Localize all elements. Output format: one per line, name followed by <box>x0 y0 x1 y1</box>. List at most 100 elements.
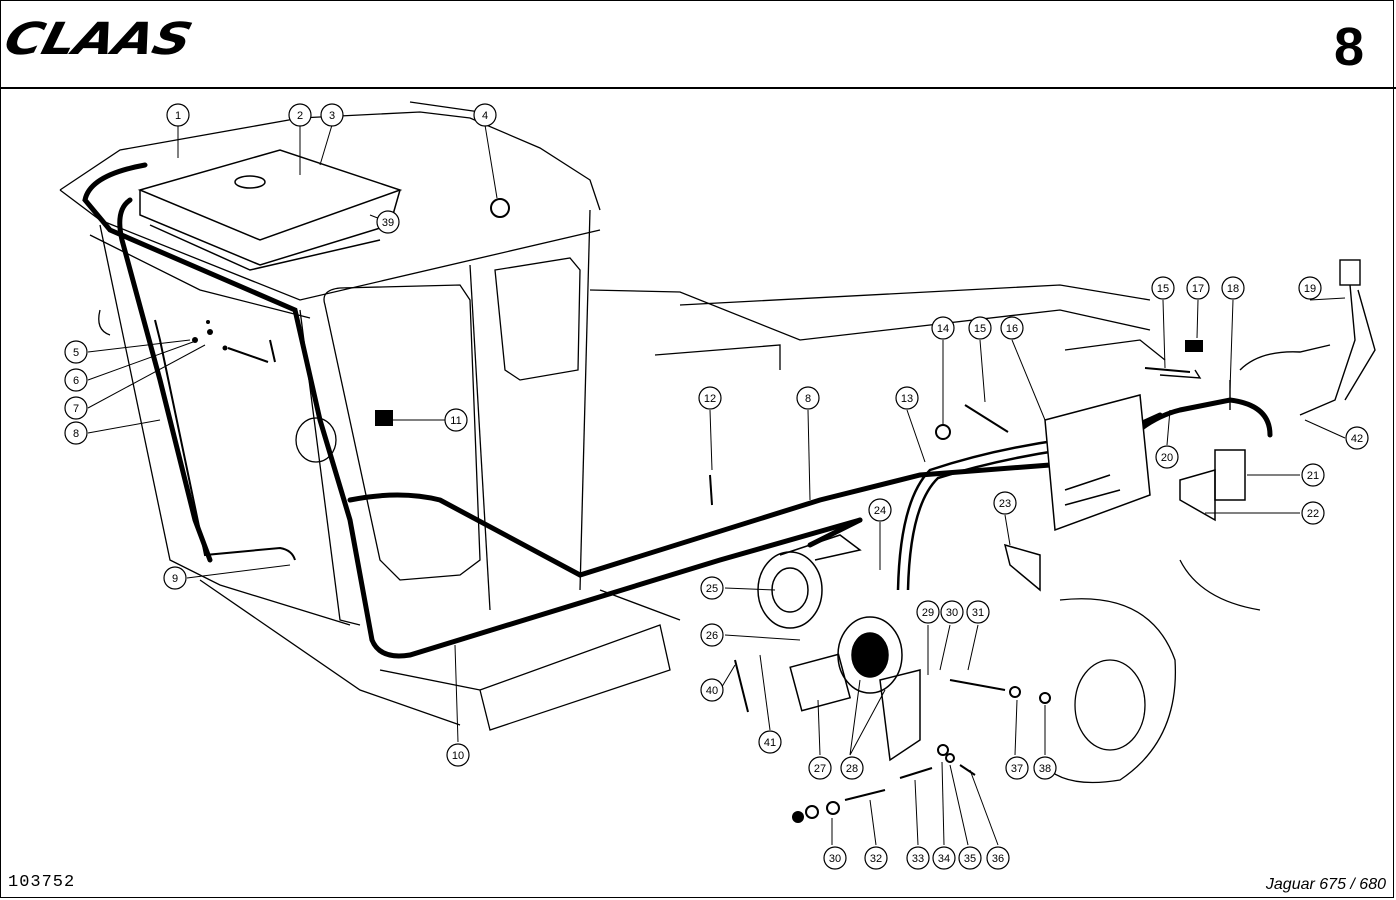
callout-label: 39 <box>382 217 394 229</box>
callout-label: 10 <box>452 750 464 762</box>
callout-label: 27 <box>814 763 826 775</box>
callout-label: 29 <box>922 607 934 619</box>
callout-circle <box>986 846 1010 870</box>
callout-24: 24 <box>868 498 892 522</box>
callout-8: 8 <box>796 386 820 410</box>
callout-36: 36 <box>986 846 1010 870</box>
callout-label: 1 <box>175 110 181 122</box>
callout-2: 2 <box>288 103 312 127</box>
callout-5: 5 <box>64 340 88 364</box>
callout-26: 26 <box>700 623 724 647</box>
callout-label: 30 <box>829 853 841 865</box>
callout-11: 11 <box>444 408 468 432</box>
callout-circle <box>1301 501 1325 525</box>
callout-label: 12 <box>704 393 716 405</box>
callout-label: 31 <box>972 607 984 619</box>
callout-6: 6 <box>64 368 88 392</box>
header-bar: CLAAS 8 <box>0 0 1396 89</box>
hardware-parts <box>192 198 1203 823</box>
callout-4: 4 <box>473 103 497 127</box>
callout-circle <box>916 600 940 624</box>
callout-28: 28 <box>840 756 864 780</box>
callout-label: 16 <box>1006 323 1018 335</box>
compressor-assembly <box>757 534 921 762</box>
callout-circle <box>1301 463 1325 487</box>
callout-25: 25 <box>700 576 724 600</box>
callout-19: 19 <box>1298 276 1322 300</box>
callout-30: 30 <box>823 846 847 870</box>
fasteners <box>154 319 1191 801</box>
callout-7: 7 <box>64 396 88 420</box>
callout-label: 33 <box>912 853 924 865</box>
callout-circle <box>376 210 400 234</box>
callout-label: 35 <box>964 853 976 865</box>
callout-15: 15 <box>968 316 992 340</box>
callout-circle <box>1298 276 1322 300</box>
callout-label: 17 <box>1192 283 1204 295</box>
callout-circle <box>966 600 990 624</box>
callout-label: 11 <box>450 415 461 427</box>
callout-circle <box>1005 756 1029 780</box>
callout-42: 42 <box>1345 426 1369 450</box>
callout-circle <box>864 846 888 870</box>
callout-circle <box>698 386 722 410</box>
callout-33: 33 <box>906 846 930 870</box>
callout-label: 15 <box>974 323 986 335</box>
callout-label: 42 <box>1351 433 1363 445</box>
callout-label: 22 <box>1307 508 1319 520</box>
callout-40: 40 <box>700 678 724 702</box>
callout-circle <box>993 491 1017 515</box>
model-label: Jaguar 675 / 680 <box>1265 876 1386 893</box>
callout-30: 30 <box>940 600 964 624</box>
callout-21: 21 <box>1301 463 1325 487</box>
callout-circle <box>700 576 724 600</box>
callout-35: 35 <box>958 846 982 870</box>
cab-outline <box>59 101 1261 784</box>
callout-23: 23 <box>993 491 1017 515</box>
callout-37: 37 <box>1005 756 1029 780</box>
callout-circle <box>958 846 982 870</box>
brand-logo: CLAAS <box>0 14 197 65</box>
callout-circle <box>700 623 724 647</box>
callout-circle <box>163 566 187 590</box>
callout-34: 34 <box>932 846 956 870</box>
callout-9: 9 <box>163 566 187 590</box>
callout-circle <box>444 408 468 432</box>
callout-circle <box>1155 445 1179 469</box>
callout-circle <box>808 756 832 780</box>
drier-assembly <box>1003 394 1246 592</box>
callout-32: 32 <box>864 846 888 870</box>
callout-circle <box>1221 276 1245 300</box>
callout-16: 16 <box>1000 316 1024 340</box>
callout-label: 26 <box>706 630 718 642</box>
callout-circle <box>64 421 88 445</box>
callout-10: 10 <box>446 743 470 767</box>
parts-diagram: 1234567891011128131415161517181920212223… <box>59 101 1376 870</box>
callout-label: 14 <box>937 323 949 335</box>
callout-circle <box>868 498 892 522</box>
callout-circle <box>906 846 930 870</box>
callout-22: 22 <box>1301 501 1325 525</box>
callout-label: 5 <box>73 347 79 359</box>
callout-label: 23 <box>999 498 1011 510</box>
callout-circle <box>968 316 992 340</box>
callout-15: 15 <box>1151 276 1175 300</box>
callout-circle <box>823 846 847 870</box>
callout-label: 7 <box>73 403 79 415</box>
callout-label: 19 <box>1304 283 1316 295</box>
callout-18: 18 <box>1221 276 1245 300</box>
callout-circle <box>931 316 955 340</box>
callout-label: 28 <box>846 763 858 775</box>
callout-circle <box>895 386 919 410</box>
callout-circle <box>288 103 312 127</box>
callout-label: 8 <box>805 393 811 405</box>
callout-circle <box>64 396 88 420</box>
callout-circle <box>840 756 864 780</box>
document-number: 103752 <box>8 873 76 892</box>
callout-39: 39 <box>376 210 400 234</box>
callout-31: 31 <box>966 600 990 624</box>
callout-1: 1 <box>166 103 190 127</box>
flex-hose <box>896 438 1063 591</box>
callout-circle <box>1033 756 1057 780</box>
